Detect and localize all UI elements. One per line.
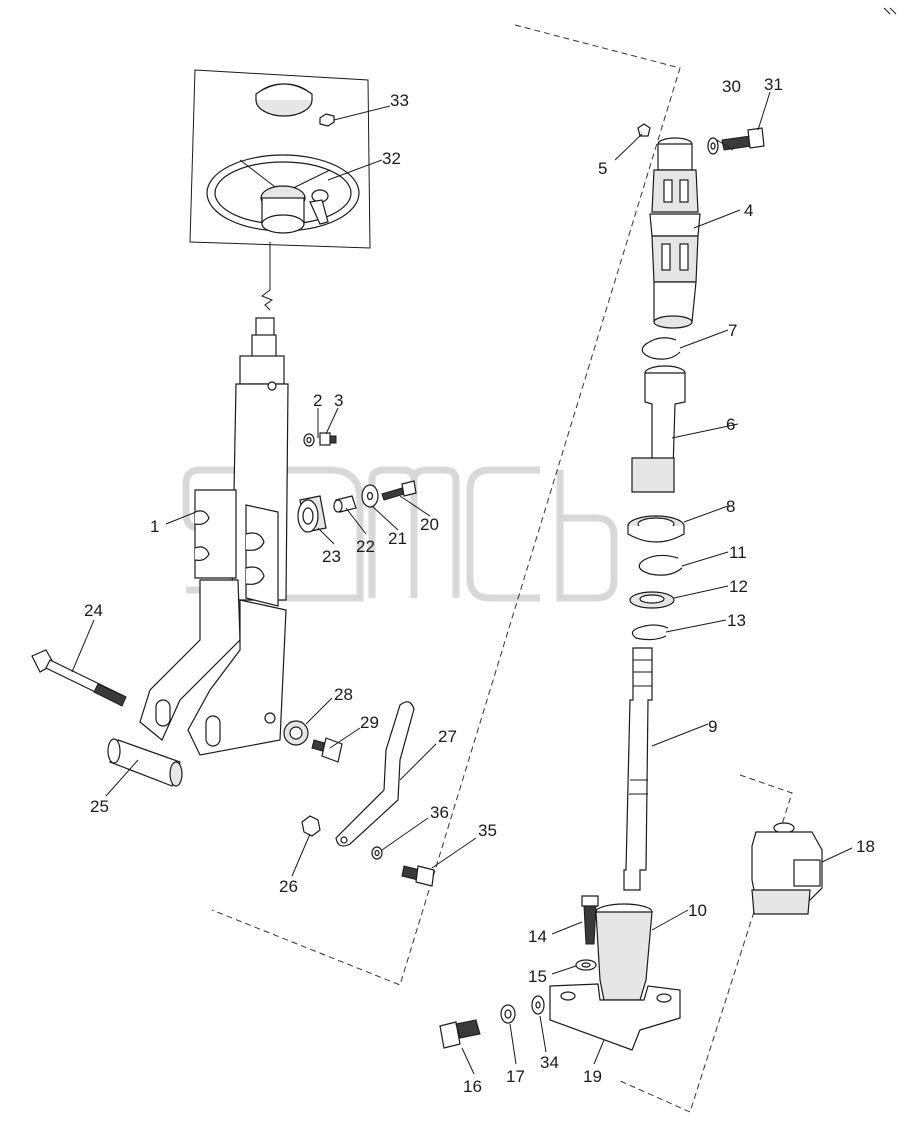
callout-12: 12 bbox=[729, 577, 748, 596]
bearing-8 bbox=[627, 515, 685, 543]
callout-34: 34 bbox=[540, 1053, 559, 1072]
callout-8: 8 bbox=[726, 497, 735, 516]
callout-27: 27 bbox=[438, 727, 457, 746]
snap-ring-7 bbox=[641, 337, 681, 360]
callout-16: 16 bbox=[463, 1077, 482, 1096]
washer-2 bbox=[303, 433, 315, 447]
dashed-group-column bbox=[211, 24, 681, 986]
callout-33: 33 bbox=[390, 91, 409, 110]
callout-25: 25 bbox=[90, 797, 109, 816]
callout-1: 1 bbox=[150, 517, 159, 536]
callout-14: 14 bbox=[528, 927, 547, 946]
shaft-break-line bbox=[260, 242, 274, 311]
washer-17 bbox=[500, 1004, 516, 1024]
callout-28: 28 bbox=[334, 685, 353, 704]
bearing-12 bbox=[629, 591, 675, 609]
sleeve-25 bbox=[107, 738, 183, 787]
callout-17: 17 bbox=[506, 1067, 525, 1086]
callout-24: 24 bbox=[84, 601, 103, 620]
grease-fitting-5 bbox=[637, 123, 651, 137]
callout-10: 10 bbox=[688, 901, 707, 920]
callout-5: 5 bbox=[598, 159, 607, 178]
washer-36 bbox=[371, 846, 383, 860]
callout-4: 4 bbox=[744, 201, 753, 220]
callout-6: 6 bbox=[726, 415, 735, 434]
screw-3 bbox=[319, 432, 337, 446]
callout-11: 11 bbox=[729, 543, 747, 562]
callout-23: 23 bbox=[322, 547, 341, 566]
washer-30 bbox=[707, 137, 719, 155]
callout-20: 20 bbox=[420, 515, 439, 534]
callout-18: 18 bbox=[856, 837, 875, 856]
bushing-23 bbox=[297, 495, 327, 533]
column-housing-10 bbox=[595, 903, 653, 1001]
callout-22: 22 bbox=[356, 537, 375, 556]
bolt-16 bbox=[439, 1019, 481, 1049]
steering-valve-18 bbox=[751, 822, 823, 915]
callout-7: 7 bbox=[728, 321, 737, 340]
callout-29: 29 bbox=[360, 713, 379, 732]
bolt-24 bbox=[31, 649, 127, 707]
universal-joint-4 bbox=[649, 137, 701, 329]
washer-15 bbox=[575, 959, 597, 971]
callout-32: 32 bbox=[382, 149, 401, 168]
snap-ring-11 bbox=[638, 554, 683, 576]
pin-22 bbox=[333, 495, 357, 513]
washer-21 bbox=[361, 484, 379, 508]
callout-2: 2 bbox=[313, 391, 322, 410]
bolt-29 bbox=[311, 737, 343, 763]
callout-9: 9 bbox=[708, 717, 717, 736]
dashed-group-valve bbox=[617, 774, 793, 1113]
bolt-35 bbox=[401, 865, 435, 887]
snap-ring-13 bbox=[631, 624, 669, 641]
leader-lines bbox=[71, 91, 853, 1075]
nut-26 bbox=[301, 815, 321, 837]
bolt-20 bbox=[381, 480, 417, 501]
bolt-14 bbox=[581, 895, 599, 945]
callout-15: 15 bbox=[528, 967, 547, 986]
bolt-31 bbox=[721, 127, 765, 151]
callout-35: 35 bbox=[478, 821, 497, 840]
callout-13: 13 bbox=[727, 611, 746, 630]
mounting-bracket bbox=[139, 489, 287, 756]
callout-30: 30 bbox=[722, 77, 741, 96]
callout-19: 19 bbox=[583, 1067, 602, 1086]
callout-31: 31 bbox=[764, 75, 783, 94]
callout-26: 26 bbox=[279, 877, 298, 896]
washer-34 bbox=[531, 995, 545, 1015]
corner-mark bbox=[883, 7, 897, 15]
lever-27 bbox=[335, 701, 415, 847]
callout-labels: 1 2 3 4 5 6 7 8 9 10 11 12 13 14 15 16 1… bbox=[84, 75, 875, 1096]
callout-3: 3 bbox=[334, 391, 343, 410]
bushing-28 bbox=[283, 720, 309, 746]
callout-36: 36 bbox=[430, 803, 449, 822]
steering-shaft-9 bbox=[623, 647, 653, 891]
steering-wheel-assembly bbox=[189, 69, 371, 249]
mounting-base-19 bbox=[549, 983, 681, 1051]
callout-21: 21 bbox=[388, 529, 407, 548]
sleeve-6 bbox=[631, 365, 686, 493]
